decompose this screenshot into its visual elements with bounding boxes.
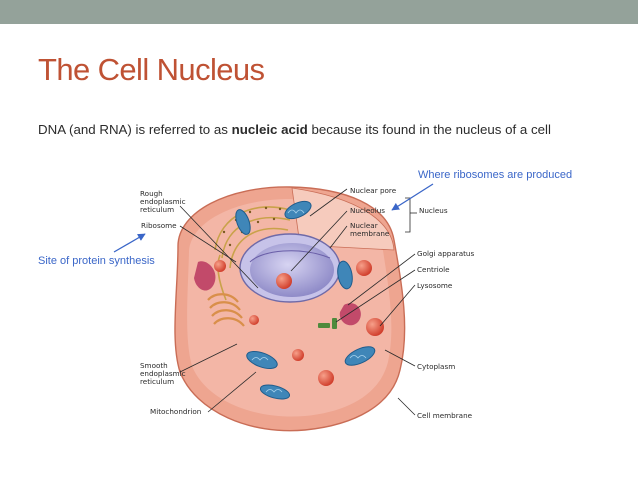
slide-title: The Cell Nucleus (38, 52, 265, 87)
label-nucleolus: Nucleolus (350, 206, 385, 215)
label-nucleus: Nucleus (419, 206, 448, 215)
leader-lines (179, 188, 417, 416)
label-mitochondrion: Mitochondrion (150, 407, 201, 416)
lysosomes (214, 260, 384, 386)
label-nuclear-membrane-line1: Nuclear (350, 221, 378, 230)
label-cytoplasm: Cytoplasm (417, 362, 455, 371)
label-smooth-er-line1: Smooth (140, 361, 168, 370)
body-text-end: because its found in the nucleus of a ce… (307, 122, 551, 137)
label-rough-er-line1: Rough (140, 189, 163, 198)
slide-body-text: DNA (and RNA) is referred to as nucleic … (38, 120, 598, 140)
golgi-apparatus (207, 293, 245, 327)
label-nuclear-membrane-line2: membrane (350, 229, 390, 238)
body-text-bold: nucleic acid (231, 122, 308, 137)
top-accent-bar (0, 0, 638, 24)
nucleolus (276, 273, 292, 289)
cell-body (174, 186, 406, 432)
organelle-left (194, 261, 216, 291)
animal-cell-diagram: Rough endoplasmic reticulum Ribosome Nuc… (113, 183, 474, 432)
mitochondria-cristae (251, 209, 367, 393)
ribosome-production-note: Where ribosomes are produced (418, 169, 573, 181)
diagram-labels: Rough endoplasmic reticulum Ribosome Nuc… (140, 186, 474, 420)
label-smooth-er-line2: endoplasmic (140, 369, 186, 378)
label-lysosome: Lysosome (417, 281, 453, 290)
label-nuclear-pore: Nuclear pore (350, 186, 397, 195)
label-smooth-er-line3: reticulum (140, 377, 174, 386)
nucleus (239, 233, 341, 303)
protein-synthesis-note: Site of protein synthesis (38, 255, 155, 267)
label-rough-er-line3: reticulum (140, 205, 174, 214)
label-cell-membrane: Cell membrane (417, 411, 473, 420)
protein-note-arrow (113, 233, 146, 253)
label-rough-er-line2: endoplasmic (140, 197, 186, 206)
label-centriole: Centriole (417, 265, 450, 274)
ribosome-note-arrow (391, 183, 434, 211)
label-golgi: Golgi apparatus (417, 249, 474, 258)
label-ribosome: Ribosome (141, 221, 177, 230)
centriole (318, 318, 337, 329)
body-text-start: DNA (and RNA) is referred to as (38, 122, 232, 137)
